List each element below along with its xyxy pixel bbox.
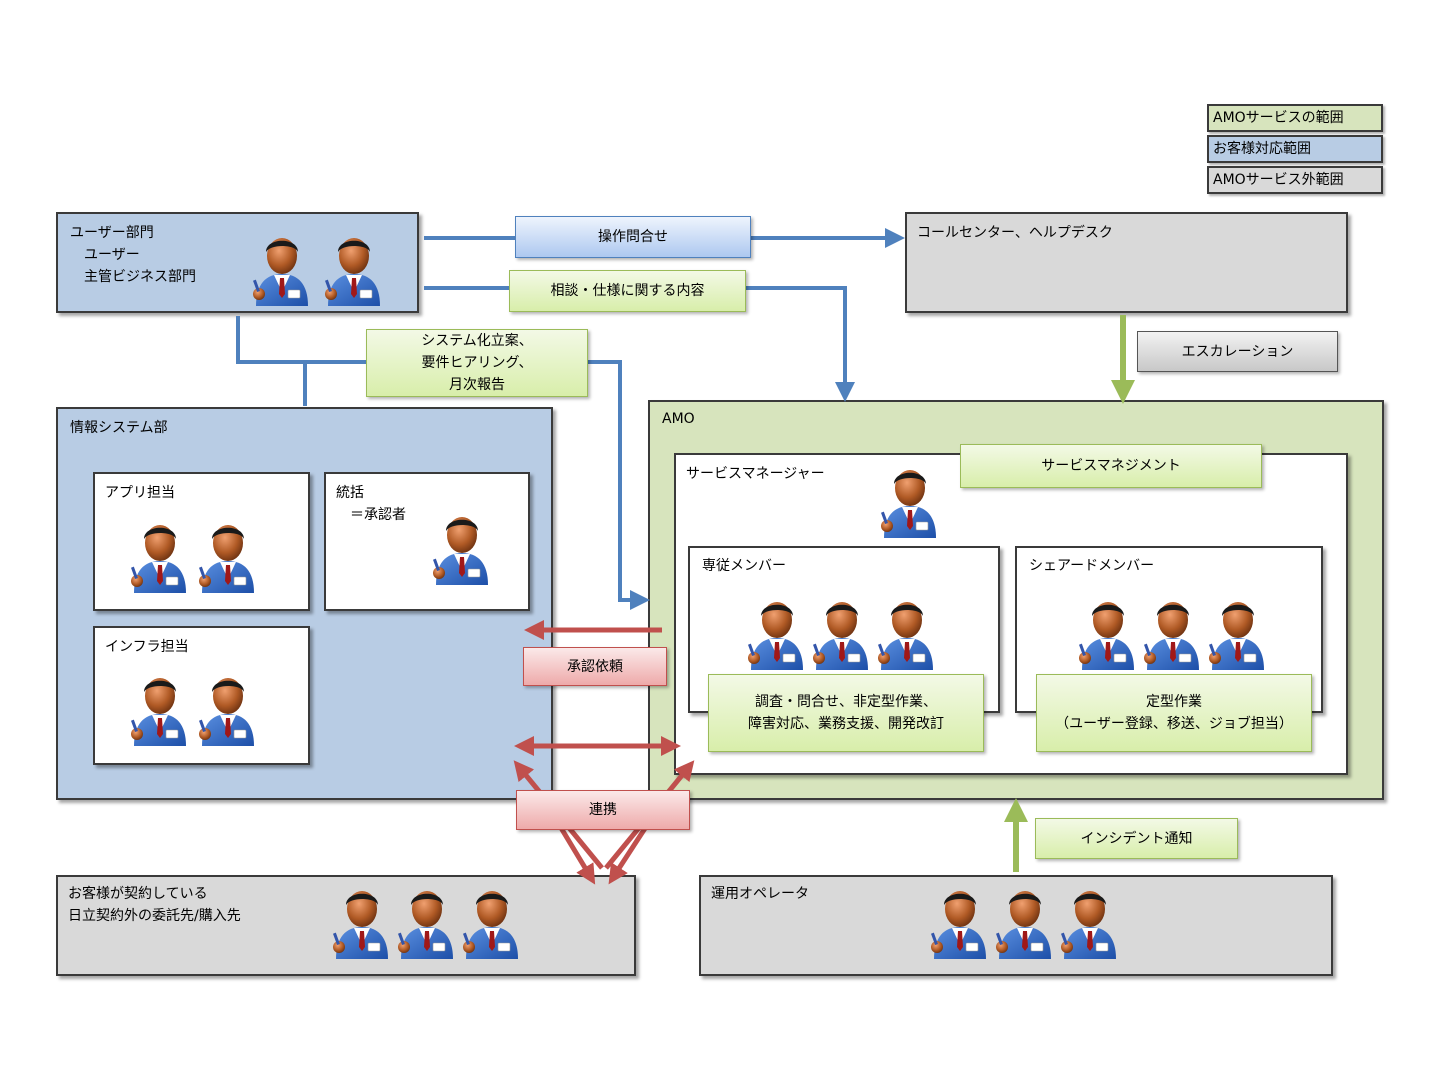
business-person-icon [196,519,260,593]
business-person-icon [128,672,192,746]
tag-dedicated-tasks: 調査・問合せ、非定型作業、 障害対応、業務支援、開発改訂 [708,674,984,752]
operator-label: 運用オペレータ [711,886,809,902]
legend-customer-label: お客様対応範囲 [1213,141,1311,157]
business-person-icon [330,885,394,959]
tag-approval-request: 承認依頼 [523,647,667,686]
legend-outside-label: AMOサービス外範囲 [1213,172,1344,188]
dedicated-members-label: 専従メンバー [702,558,786,574]
app-label: アプリ担当 [105,485,175,501]
business-person-icon [1141,596,1205,670]
business-person-icon [196,672,260,746]
business-person-icon [430,511,494,585]
contractor-box: お客様が契約している 日立契約外の委託先/購入先 [56,875,636,976]
business-person-icon [810,596,874,670]
amo-label: AMO [662,411,695,427]
tag-routine-tasks: 定型作業 （ユーザー登録、移送、ジョブ担当） [1036,674,1312,752]
shared-members-label: シェアードメンバー [1029,558,1155,574]
service-manager-label: サービスマネージャー [686,466,825,482]
tag-consult-spec: 相談・仕様に関する内容 [509,270,746,312]
business-person-icon [993,885,1057,959]
call-center-label: コールセンター、ヘルプデスク [917,225,1113,241]
tag-incident-notice: インシデント通知 [1035,818,1238,859]
business-person-icon [395,885,459,959]
legend-outside-scope: AMOサービス外範囲 [1207,166,1383,194]
business-person-icon [460,885,524,959]
legend-amo-scope: AMOサービスの範囲 [1207,104,1383,132]
operator-box: 運用オペレータ [699,875,1333,976]
tag-system-plan: システム化立案、 要件ヒアリング、 月次報告 [366,329,588,397]
user-dept-label: ユーザー部門 ユーザー 主管ビジネス部門 [70,225,196,285]
info-sys-label: 情報システム部 [70,420,168,436]
call-center-box: コールセンター、ヘルプデスク [905,212,1348,313]
tag-cooperation: 連携 [516,790,690,830]
tag-operation-inquiry: 操作問合せ [515,216,751,258]
app-box: アプリ担当 [93,472,310,611]
infra-box: インフラ担当 [93,626,310,765]
business-person-icon [745,596,809,670]
tag-service-management: サービスマネジメント [960,444,1262,488]
business-person-icon [128,519,192,593]
business-person-icon [1058,885,1122,959]
business-person-icon [878,464,942,538]
infra-label: インフラ担当 [105,639,189,655]
legend-customer-scope: お客様対応範囲 [1207,135,1383,163]
legend-amo-label: AMOサービスの範囲 [1213,110,1344,126]
tag-escalation: エスカレーション [1137,331,1338,372]
business-person-icon [875,596,939,670]
contractor-label: お客様が契約している 日立契約外の委託先/購入先 [68,886,241,924]
approver-label: 統括 ＝承認者 [336,485,406,523]
approver-box: 統括 ＝承認者 [324,472,530,611]
business-person-icon [1076,596,1140,670]
business-person-icon [322,232,386,306]
business-person-icon [250,232,314,306]
business-person-icon [1206,596,1270,670]
business-person-icon [928,885,992,959]
